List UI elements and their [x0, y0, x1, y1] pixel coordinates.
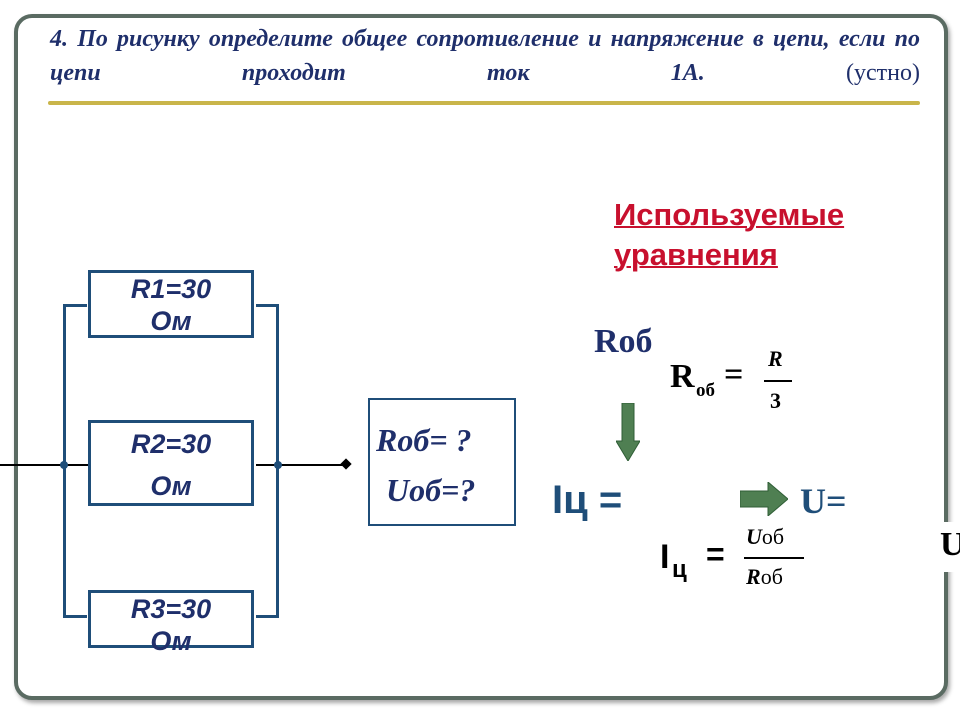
output-wire [256, 464, 346, 466]
task-text: 4. По рисунку определите общее сопротивл… [50, 22, 920, 90]
arrow-right-icon [740, 482, 788, 516]
hint-heading: Используемые уравнения [614, 195, 844, 275]
rob-label: Rоб [594, 323, 653, 358]
resistor-r2: R2=30 Ом [88, 420, 254, 506]
given-line2: Uоб=? [386, 472, 476, 508]
resistor-r1: R1=30 Ом [88, 270, 254, 338]
edge-letter-clip: U [938, 522, 960, 572]
hint-heading-line1: Используемые [614, 197, 845, 232]
task-number: 4. [50, 26, 68, 52]
resistor-r3-unit: Ом [150, 626, 192, 656]
input-wire [0, 464, 90, 466]
right-junction [274, 461, 282, 469]
current-formula-denominator: Rоб [746, 564, 783, 590]
current-formula-numerator: Uоб [746, 524, 784, 550]
given-line1: Rоб= ? [376, 422, 472, 458]
top-left-link [63, 304, 87, 307]
resistor-r2-value: R2=30 [130, 429, 212, 459]
rob-formula-den: 3 [770, 388, 781, 413]
resistor-r2-unit: Ом [150, 471, 192, 501]
resistor-r3-value: R3=30 [130, 594, 212, 624]
left-junction [60, 461, 68, 469]
bottom-right-link [256, 615, 279, 618]
task-question: По рисунку определите общее сопротивлени… [50, 26, 921, 86]
rob-formula-bar [764, 380, 792, 382]
hint-heading-line2: уравнения [614, 237, 778, 272]
resistor-r3: R3=30 Ом [88, 590, 254, 656]
current-formula-den-sub: об [760, 564, 783, 589]
rob-formula-num: R [768, 346, 783, 371]
arrow-down-icon [616, 403, 640, 461]
slide-frame [14, 14, 948, 700]
edge-letter: U [940, 526, 960, 563]
top-right-link [256, 304, 279, 307]
rob-formula-eq: = [724, 356, 744, 393]
task-mode: (устно) [846, 60, 920, 86]
resistor-r1-unit: Ом [150, 306, 192, 336]
title-underline [48, 101, 920, 105]
current-formula-bar [744, 557, 804, 559]
bottom-left-link [63, 615, 87, 618]
rob-formula-lhs: R [670, 358, 695, 395]
rob-formula-sub: об [696, 380, 715, 401]
resistor-r1-value: R1=30 [130, 274, 212, 304]
current-formula-num-var: U [746, 524, 762, 549]
voltage-label: U= [800, 481, 847, 521]
current-formula-sub: ц [672, 556, 687, 583]
current-formula-num-sub: об [761, 524, 785, 549]
current-label: Iц = [552, 478, 623, 522]
current-formula-eq: = [706, 536, 725, 572]
current-formula: I ц = Uоб Rоб [660, 520, 820, 600]
current-formula-lhs: I [660, 538, 670, 576]
given-box: Rоб= ? Uоб=? [368, 398, 516, 526]
current-formula-den-var: R [746, 564, 761, 589]
